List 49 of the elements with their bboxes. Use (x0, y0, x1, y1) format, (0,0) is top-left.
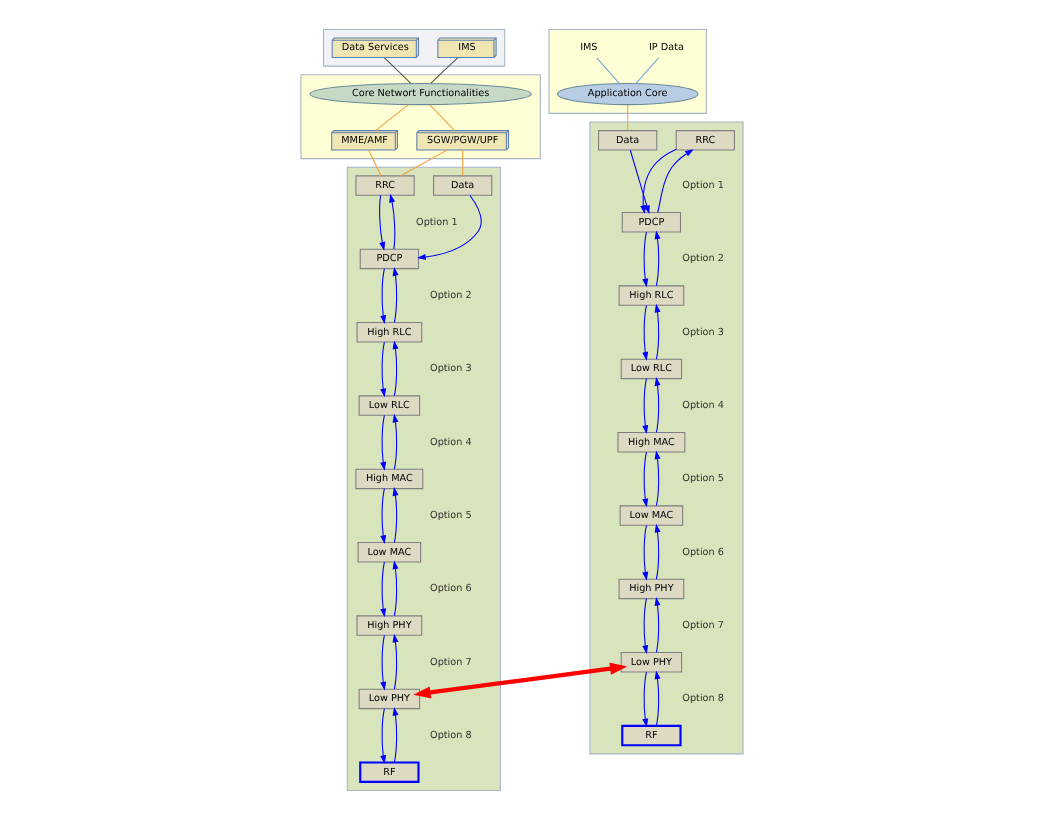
arrow (629, 149, 650, 215)
arrow (642, 231, 649, 288)
arrow (654, 230, 661, 287)
arrow (642, 378, 649, 434)
arrow (642, 598, 649, 654)
arrow (654, 597, 661, 653)
cluster (346, 166, 501, 792)
cluster (548, 28, 707, 114)
arrow (657, 149, 694, 213)
cluster (300, 74, 541, 160)
connector (596, 57, 620, 84)
arrow (379, 194, 386, 251)
arrow (640, 148, 677, 214)
connector (462, 149, 464, 177)
arrow (392, 633, 399, 690)
arrow (654, 303, 661, 360)
connector (368, 149, 382, 177)
arrow (654, 523, 661, 580)
arrow (392, 560, 399, 617)
arrow (392, 413, 399, 470)
arrow (413, 662, 628, 699)
cluster (589, 121, 744, 755)
arrow (654, 450, 661, 507)
arrow (392, 487, 399, 543)
arrow (392, 340, 399, 397)
arrow (380, 561, 387, 618)
arrow (642, 671, 649, 728)
arrow (380, 634, 387, 691)
arrow (380, 414, 387, 471)
arrow (380, 488, 387, 544)
arrow (642, 304, 649, 361)
arrow (380, 268, 387, 324)
arrow (380, 708, 387, 764)
connector (635, 57, 660, 84)
arrow (392, 707, 399, 763)
arrow (654, 377, 661, 433)
arrow (642, 451, 649, 508)
arrow (417, 194, 482, 261)
arrow (392, 267, 399, 323)
connector (383, 57, 412, 84)
connector (430, 57, 459, 84)
connector (400, 149, 448, 177)
arrow (389, 193, 396, 250)
connector (429, 104, 455, 131)
arrow (380, 341, 387, 398)
cluster (323, 28, 506, 67)
arrow (642, 524, 649, 581)
connector (627, 104, 629, 131)
arrow (654, 670, 661, 727)
